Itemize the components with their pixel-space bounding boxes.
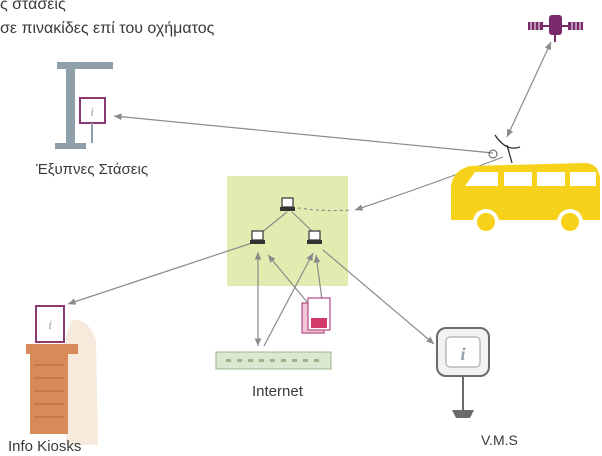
smart-stops-label: Έξυπνες Στάσεις [36, 161, 149, 178]
kiosk-icon: i [26, 305, 98, 445]
arrow-server-dashed [291, 206, 353, 212]
caption-line-2: σε πινακίδες επί του οχήματος [0, 20, 215, 37]
arrow-internet-server [263, 252, 314, 347]
vms-sign-icon: i [436, 327, 490, 418]
svg-text:i: i [90, 104, 94, 119]
bus-stop-icon: i [55, 62, 113, 149]
arrow-vehicle-stop [113, 113, 494, 154]
bus-icon [451, 134, 600, 235]
info-kiosks-label: Info Kiosks [8, 438, 82, 455]
satellite-icon [528, 15, 583, 42]
caption-line-1: ς στάσεις [0, 0, 66, 13]
document-icon [301, 297, 331, 334]
internet-label: Internet [252, 383, 303, 400]
svg-text:i: i [460, 344, 465, 364]
arrow-server-kiosk [67, 242, 253, 305]
arrow-server-link-2 [291, 211, 315, 234]
server-panel [227, 176, 348, 286]
vms-label: V.M.S [481, 432, 518, 448]
arrow-vehicle-server [354, 156, 504, 211]
arrow-doc-server-2 [313, 254, 323, 301]
arrow-satellite-vehicle [506, 41, 552, 138]
svg-text:i: i [48, 317, 52, 332]
connection-arrows [67, 41, 552, 347]
network-hub-icon [215, 351, 332, 370]
computer-icon [250, 197, 322, 244]
arrow-server-vms [322, 249, 435, 345]
arrow-doc-server-1 [267, 254, 308, 303]
arrow-server-link-1 [260, 211, 288, 234]
